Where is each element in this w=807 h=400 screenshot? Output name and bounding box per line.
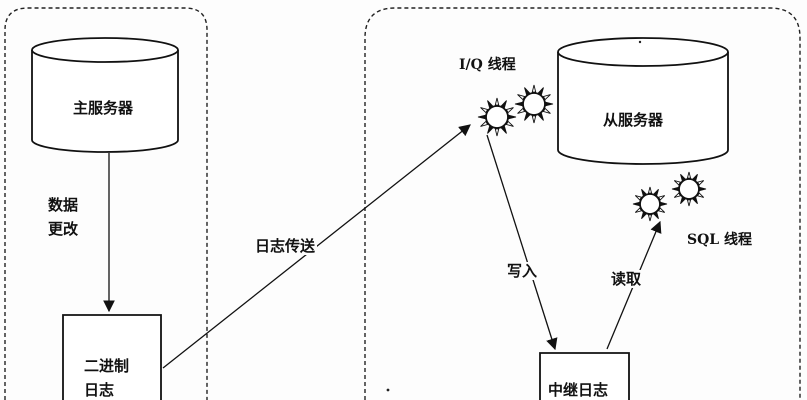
sql-thread-label: SQL 线程 — [687, 232, 753, 248]
gear-icon — [514, 84, 554, 124]
slave-db-cylinder — [557, 37, 729, 165]
master-db-label: 主服务器 — [73, 99, 134, 117]
gear-icon — [477, 97, 517, 137]
binlog-line-1: 二进制 — [84, 357, 130, 375]
read-label: 读取 — [609, 270, 644, 288]
binlog-label: 二进制 日志 — [84, 354, 129, 400]
data-change-label: 数据 更改 — [48, 193, 78, 241]
speck — [386, 388, 390, 392]
write-arrow — [486, 134, 558, 351]
io-thread-gear-icon — [477, 84, 554, 137]
relay-log-label: 中继日志 — [548, 381, 609, 399]
speck — [638, 40, 642, 44]
write-label: 写入 — [505, 262, 540, 280]
slave-db-label: 从服务器 — [603, 111, 664, 129]
log-transfer-label: 日志传送 — [253, 237, 318, 255]
master-db-cylinder — [31, 37, 179, 153]
data-change-line-1: 数据 — [48, 196, 79, 214]
gear-icon — [671, 171, 707, 207]
relay-log-box — [539, 352, 630, 400]
slave-container — [364, 7, 801, 400]
data-change-line-2: 更改 — [48, 220, 79, 238]
binlog-line-2: 日志 — [84, 381, 115, 399]
io-thread-label: I/Q 线程 — [459, 57, 516, 73]
gear-icon — [632, 186, 668, 222]
binlog-box — [62, 314, 162, 400]
sql-thread-gear-icon — [632, 171, 707, 222]
master-container — [4, 7, 208, 400]
